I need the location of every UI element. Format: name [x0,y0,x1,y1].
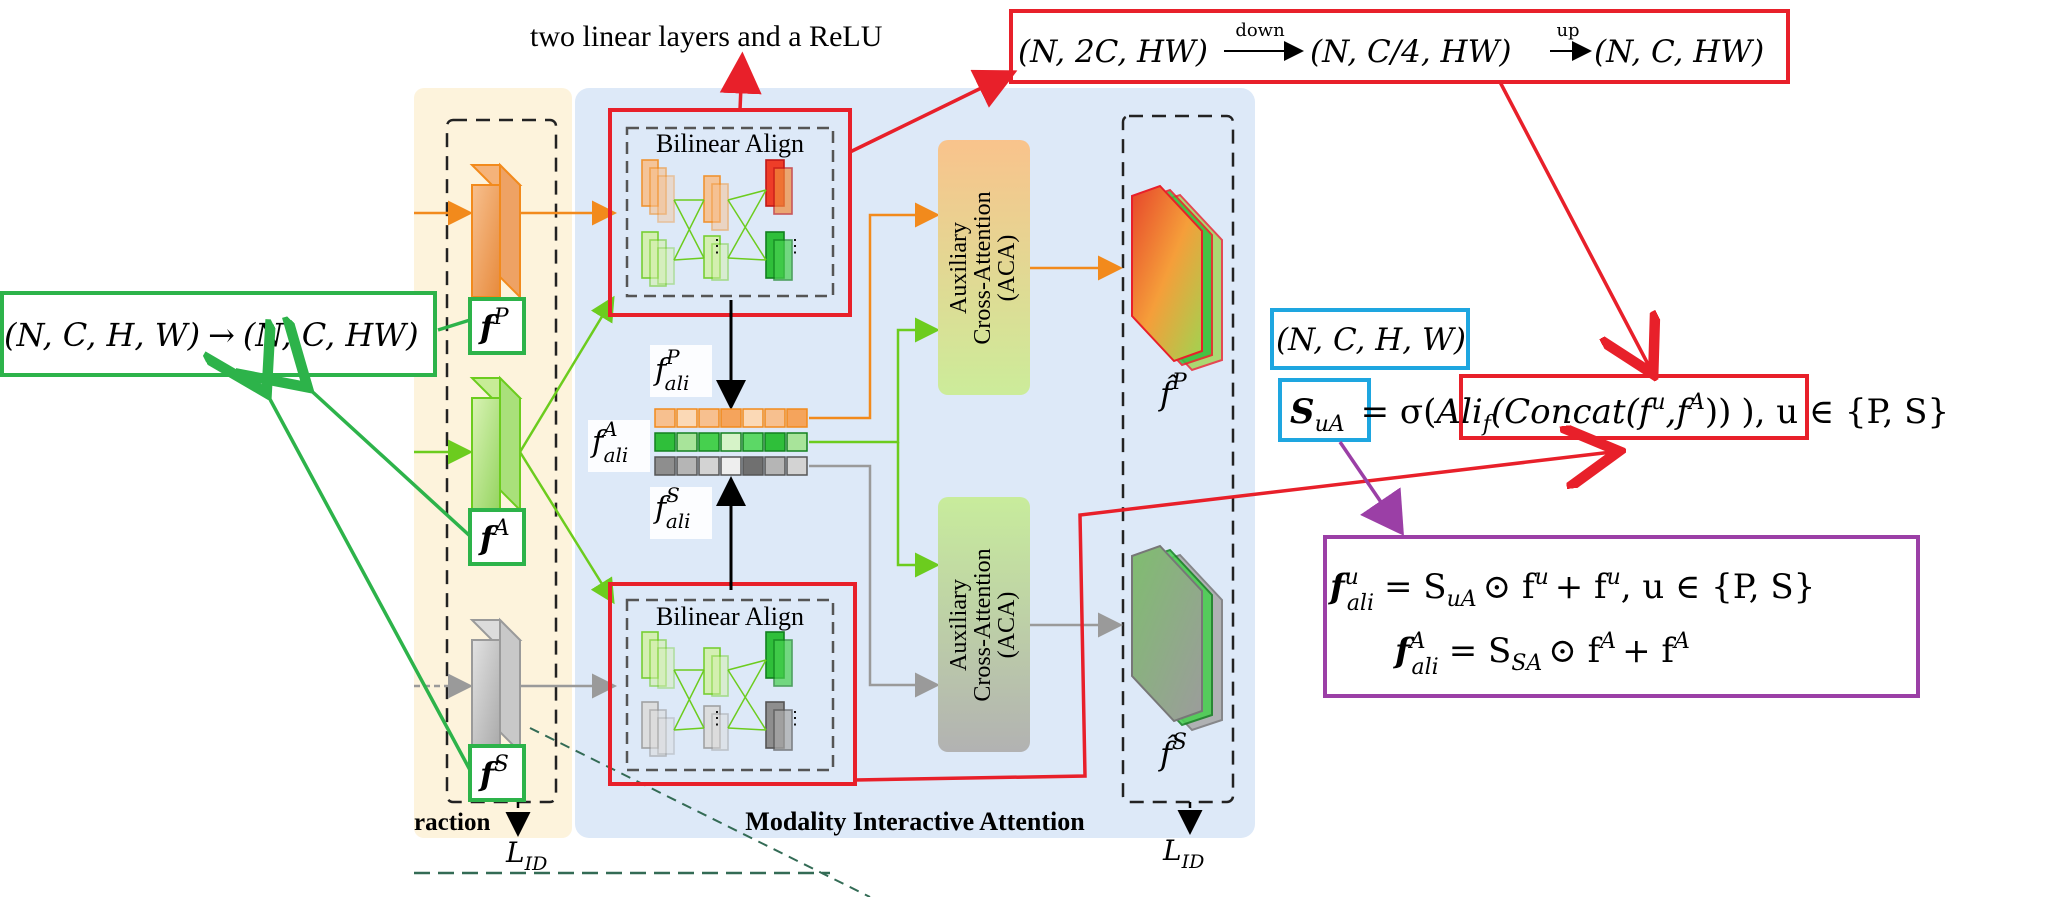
aca-top-line-1: Auxiliary [946,222,972,314]
arrow-fSali-to-aca-bottom [809,464,940,698]
arrow-bilinear-to-shape-chain [849,69,1018,154]
feature-prism-A [469,375,523,513]
loss-label-right: LID [1162,834,1204,873]
aca-top-line-2: Cross-Attention [970,191,996,344]
arrow-fA-to-bilinear-bottom [518,451,615,605]
bilinear-top-output-cubes [765,159,793,281]
aligned-token-strip-A [654,432,808,452]
mia-label: Modality Interactive Attention [745,807,1085,836]
svg-text:fA: fA [478,516,510,557]
bilinear-bottom-connections [673,659,767,731]
bilinear-top-hidden-cubes [703,175,729,281]
svg-text:(N, C, H, W)→(N, C, HW): (N, C, H, W)→(N, C, HW) [4,316,419,354]
bilinear-bottom-input-cubes [641,631,675,757]
label-fP: fP [468,297,526,355]
feature-prism-P [469,162,523,300]
bilinear-align-bottom-label: Bilinear Align [656,602,804,631]
aca-bottom-line-1: Auxiliary [946,579,972,671]
green-arrow-fS-to-reshape [265,390,472,771]
bilinear-bottom-ellipsis-2: ⋮ [786,708,804,729]
s-uA-highlight [1278,378,1371,442]
bilinear-top-ellipsis-2: ⋮ [786,236,804,257]
aca-block-bottom: Auxiliary Cross-Attention (ACA) [938,497,1030,752]
loss-label-left: LID [505,836,547,875]
aca-bottom-line-2: Cross-Attention [970,548,996,701]
svg-text:fP: fP [478,305,510,346]
bilinear-align-top: ⋮ ⋮ Bilinear Align [625,126,835,298]
label-fS: fS [468,744,526,802]
red-arrow-bilinear-bottom-to-formula [854,452,1612,782]
ali-concat-highlight [1459,374,1809,440]
output-dashed-box [1121,114,1235,804]
aligned-token-strip-S [654,456,808,476]
bilinear-bottom-output-cubes [765,631,793,751]
mlp-note: two linear layers and a ReLU [530,20,883,53]
bilinear-bottom-hidden-cubes [703,647,729,751]
reshape-from: (N, C, H, W) [4,316,200,354]
arrow-shape-chain-to-formula [1498,81,1650,368]
arrow-to-mlp-note [719,51,762,111]
aligned-token-strip-P [654,408,808,428]
shape-chain-down-label: down [1235,20,1285,41]
arrow-fA-to-bilinear-top [518,295,615,453]
purple-arrow-s-to-fusion [1338,441,1404,536]
bilinear-top-connections [673,189,767,261]
aca-top-line-3: (ACA) [994,235,1020,302]
svg-text:SuA= σ(Alif(Concat(fu,fA))), u: SuA= σ(Alif(Concat(fu,fA))), u ∈ {P, S} [1290,390,1949,437]
shape-chain-mid: (N, C/4, HW) [1310,34,1512,70]
bilinear-top-ellipsis-1: ⋮ [708,236,726,257]
modality-interactive-attention-panel [575,88,1255,838]
shape-chain-up-label: up [1556,20,1579,41]
shape-chain-out: (N, C, HW) [1594,34,1764,70]
reshape-box: (N, C, H, W)→(N, C, HW) [0,291,437,377]
shape-chain-in: (N, 2C, HW) [1018,34,1208,70]
reshape-to: (N, C, HW) [243,316,419,354]
diagonal-dashed-line [529,727,871,897]
shape-chain-box: (N, 2C, HW) down (N, C/4, HW) up (N, C, … [1009,9,1790,84]
extraction-label: raction [414,809,490,836]
aca-bottom-line-3: (ACA) [994,592,1020,659]
svg-text:fS: fS [478,752,509,793]
arrow-fAali-to-aca-bottom [896,442,940,578]
green-arrow-fP-to-reshape [437,318,471,332]
label-fA: fA [468,508,526,566]
bilinear-bottom-ellipsis-1: ⋮ [708,708,726,729]
output-stack-S [1131,544,1223,732]
aca-block-top: Auxiliary Cross-Attention (ACA) [938,140,1030,395]
svg-text:(N, C, H, W): (N, C, H, W) [1276,322,1466,358]
score-formula: SuA= σ(Alif(Concat(fu,fA))), u ∈ {P, S} [1278,374,1949,442]
feature-prism-S [469,617,523,755]
bilinear-align-top-label: Bilinear Align [656,129,804,158]
reshape-arrow: → [208,316,235,354]
output-stack-P [1131,184,1223,372]
bilinear-top-input-cubes [641,159,675,287]
arrow-fPali-to-aca-top [809,202,940,420]
bilinear-align-bottom: ⋮ ⋮ Bilinear Align [625,598,835,772]
green-arrow-fA-to-reshape [305,385,472,538]
arrow-fAali-to-aca-top [809,317,940,444]
input-shape-box: (N, C, H, W) [1270,308,1470,370]
